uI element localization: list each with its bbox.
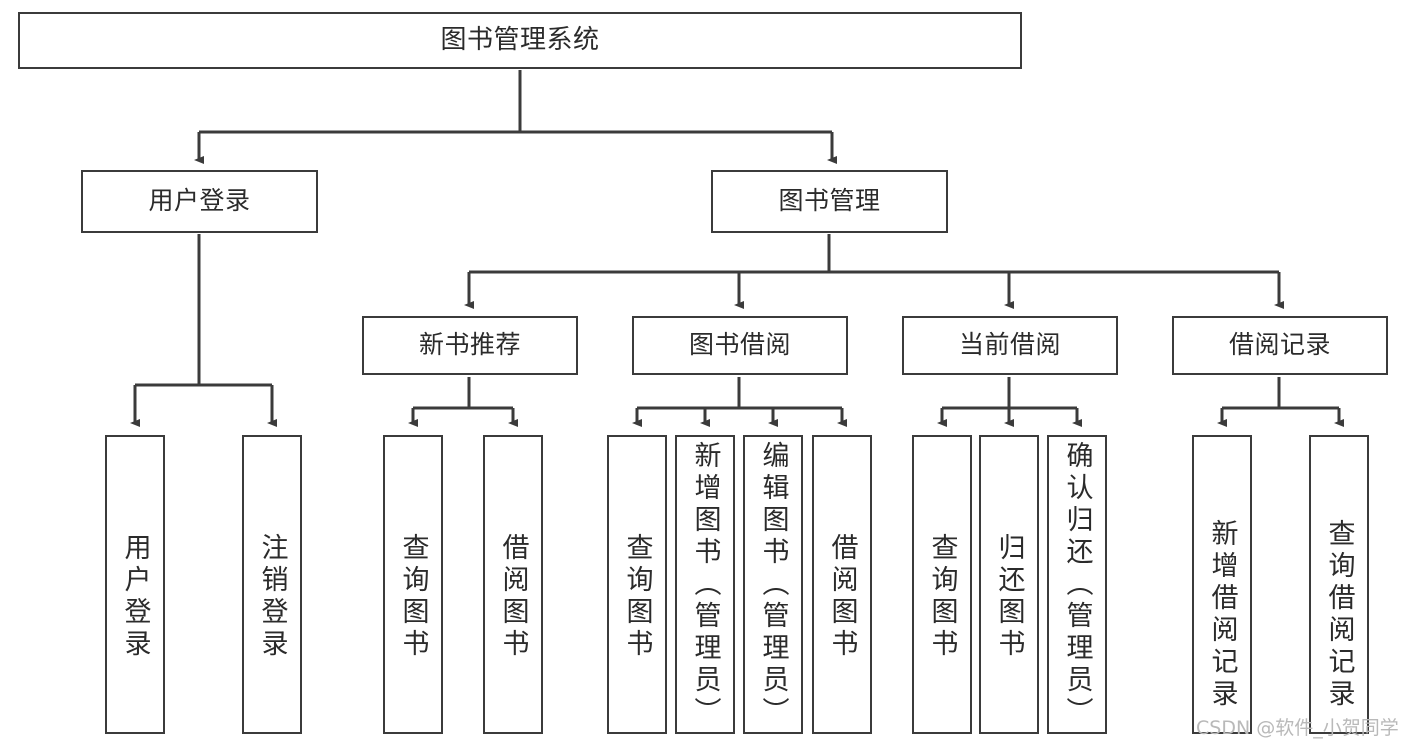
node-label: 新增借阅记录 (1206, 519, 1238, 711)
node-label: 归还图书 (993, 533, 1025, 661)
watermark-text: CSDN @软件_小贺同学 (1196, 717, 1399, 739)
leaf-new-book-borrow[interactable]: 借阅图书 (483, 435, 543, 734)
node-root-system[interactable]: 图书管理系统 (18, 12, 1022, 69)
leaf-current-borrow-confirm-return[interactable]: 确认归还（管理员） (1047, 435, 1107, 734)
node-label: 当前借阅 (958, 330, 1061, 360)
node-label: 新增图书（管理员） (689, 441, 721, 729)
node-label: 查询图书 (397, 533, 429, 661)
node-label: 查询图书 (926, 533, 958, 661)
node-label: 查询图书 (621, 533, 653, 661)
node-borrow-record[interactable]: 借阅记录 (1172, 316, 1388, 375)
leaf-current-borrow-return[interactable]: 归还图书 (979, 435, 1039, 734)
leaf-borrow-record-query[interactable]: 查询借阅记录 (1309, 435, 1369, 734)
node-label: 注销登录 (256, 533, 288, 661)
node-label: 用户登录 (148, 186, 251, 216)
node-new-book-recommend[interactable]: 新书推荐 (362, 316, 578, 375)
node-label: 借阅图书 (826, 533, 858, 661)
node-label: 新书推荐 (418, 330, 521, 360)
leaf-book-borrow-edit[interactable]: 编辑图书（管理员） (743, 435, 803, 734)
node-label: 图书借阅 (688, 330, 791, 360)
node-label: 图书管理 (778, 186, 881, 216)
leaf-user-login-logout[interactable]: 注销登录 (242, 435, 302, 734)
node-label: 图书管理系统 (440, 24, 600, 55)
node-user-login[interactable]: 用户登录 (81, 170, 318, 233)
node-label: 确认归还（管理员） (1061, 441, 1093, 729)
node-label: 编辑图书（管理员） (757, 441, 789, 729)
node-book-management[interactable]: 图书管理 (711, 170, 948, 233)
leaf-borrow-record-add[interactable]: 新增借阅记录 (1192, 435, 1252, 734)
node-label: 借阅图书 (497, 533, 529, 661)
leaf-book-borrow-query[interactable]: 查询图书 (607, 435, 667, 734)
leaf-book-borrow-borrow[interactable]: 借阅图书 (812, 435, 872, 734)
leaf-new-book-query[interactable]: 查询图书 (383, 435, 443, 734)
leaf-user-login-login[interactable]: 用户登录 (105, 435, 165, 734)
node-label: 借阅记录 (1228, 330, 1331, 360)
leaf-current-borrow-query[interactable]: 查询图书 (912, 435, 972, 734)
node-current-borrow[interactable]: 当前借阅 (902, 316, 1118, 375)
node-label: 用户登录 (119, 533, 151, 661)
node-label: 查询借阅记录 (1323, 519, 1355, 711)
leaf-book-borrow-add[interactable]: 新增图书（管理员） (675, 435, 735, 734)
node-book-borrow[interactable]: 图书借阅 (632, 316, 848, 375)
